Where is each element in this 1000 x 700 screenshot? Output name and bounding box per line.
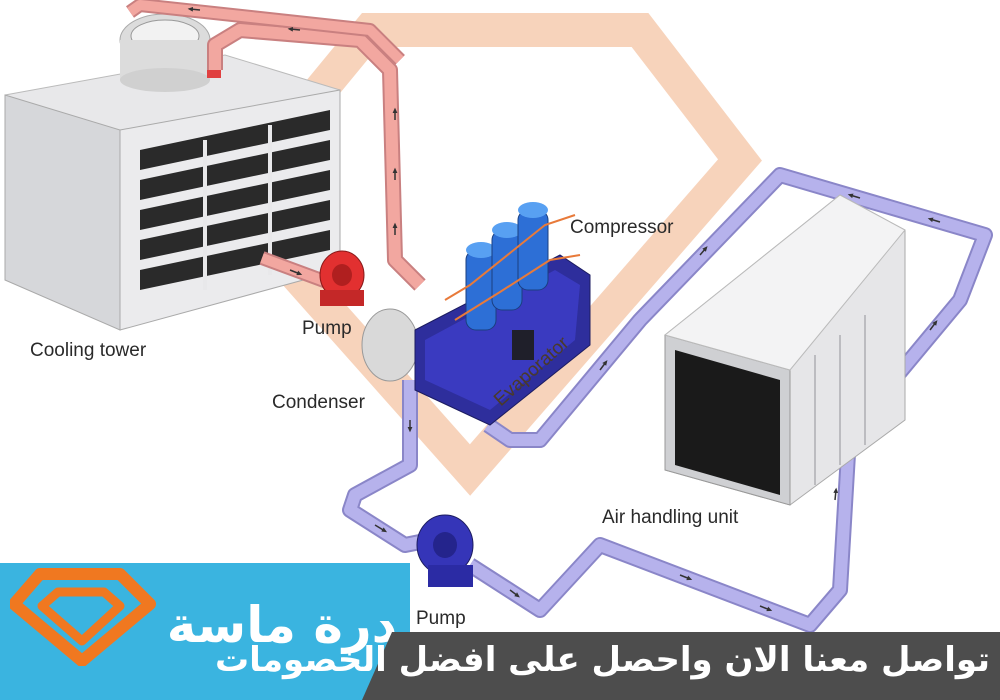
condenser-water-pipe [125, 0, 426, 292]
brand-name: درة ماسة [166, 596, 398, 654]
air-handling-unit-label: Air handling unit [602, 507, 739, 528]
condenser-label: Condenser [272, 392, 365, 413]
cooling-tower [4, 13, 341, 331]
tagline-banner [362, 632, 1000, 700]
pump-bottom-label: Pump [416, 608, 466, 629]
tagline: تواصل معنا الان واحصل على افضل الخصومات [215, 640, 990, 680]
pump-top [319, 250, 365, 306]
cooling-tower-label: Cooling tower [30, 340, 147, 361]
compressor [444, 202, 581, 331]
air-handling-unit [663, 194, 906, 506]
arrow-icon [187, 6, 398, 276]
compressor-label: Compressor [570, 217, 674, 238]
pump-top-label: Pump [302, 318, 352, 339]
chiller-unit [361, 254, 591, 426]
pump-bottom [416, 514, 474, 587]
diamond-logo-icon [10, 568, 156, 666]
arrow-icon [374, 193, 941, 612]
